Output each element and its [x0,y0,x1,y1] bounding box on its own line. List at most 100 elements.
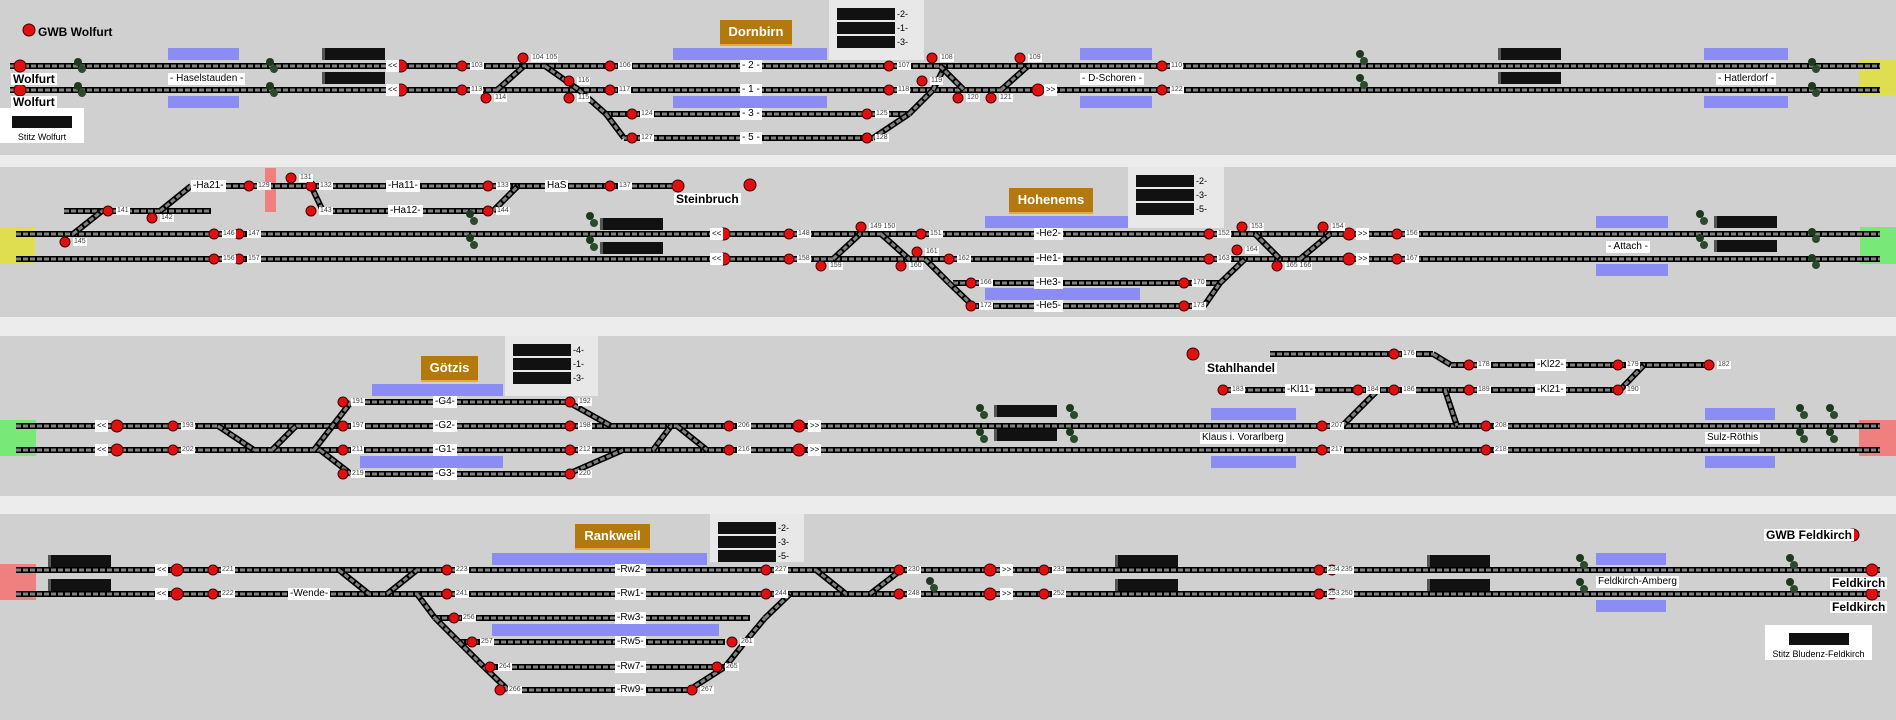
main-signal-icon[interactable] [1271,260,1283,272]
main-signal-icon[interactable] [441,564,453,576]
main-signal-icon[interactable] [1391,228,1403,240]
train-number-display[interactable] [718,536,776,548]
main-signal-icon[interactable] [456,60,468,72]
shunting-signal-icon[interactable] [926,577,938,592]
stitz-panel[interactable]: Stitz Wolfurt [0,108,84,143]
main-signal-icon[interactable] [1391,253,1403,265]
main-signal-icon[interactable] [1038,588,1050,600]
train-number-display[interactable] [513,344,571,356]
main-signal-icon[interactable] [1352,384,1364,396]
train-number-display[interactable] [1427,555,1490,567]
main-signal-icon[interactable] [604,84,616,96]
main-signal-icon[interactable] [1236,221,1248,233]
main-signal-icon[interactable] [723,420,735,432]
track-segment[interactable] [158,183,193,214]
main-signal-icon[interactable] [305,205,317,217]
main-signal-icon[interactable] [337,420,349,432]
main-signal-icon[interactable] [965,277,977,289]
main-signal-icon[interactable] [441,588,453,600]
signal-icon[interactable] [1342,252,1356,266]
signal-icon[interactable] [22,23,36,37]
main-signal-icon[interactable] [480,92,492,104]
signal-icon[interactable] [983,587,997,601]
main-signal-icon[interactable] [208,228,220,240]
main-signal-icon[interactable] [861,108,873,120]
main-signal-icon[interactable] [1388,348,1400,360]
main-signal-icon[interactable] [965,300,977,312]
main-signal-icon[interactable] [916,75,928,87]
main-signal-icon[interactable] [783,228,795,240]
train-number-display[interactable] [837,22,895,34]
main-signal-icon[interactable] [893,564,905,576]
train-number-display[interactable] [994,429,1057,441]
train-number-display[interactable] [1427,579,1490,591]
main-signal-icon[interactable] [855,221,867,233]
main-signal-icon[interactable] [783,253,795,265]
main-signal-icon[interactable] [1316,444,1328,456]
train-number-display[interactable] [1136,203,1194,215]
main-signal-icon[interactable] [1388,384,1400,396]
main-signal-icon[interactable] [1317,221,1329,233]
main-signal-icon[interactable] [1014,52,1026,64]
shunting-signal-icon[interactable] [1356,50,1368,65]
train-number-display[interactable] [513,358,571,370]
main-signal-icon[interactable] [564,396,576,408]
train-number-display[interactable] [1714,216,1777,228]
signal-icon[interactable] [792,419,806,433]
train-number-display[interactable] [1115,555,1178,567]
main-signal-icon[interactable] [482,205,494,217]
main-signal-icon[interactable] [985,92,997,104]
signal-icon[interactable] [983,563,997,577]
main-signal-icon[interactable] [895,260,907,272]
shunting-signal-icon[interactable] [74,82,86,97]
main-signal-icon[interactable] [1313,564,1325,576]
main-signal-icon[interactable] [943,253,955,265]
main-signal-icon[interactable] [726,636,738,648]
train-number-display[interactable] [322,72,385,84]
main-signal-icon[interactable] [1612,384,1624,396]
main-signal-icon[interactable] [1217,384,1229,396]
main-signal-icon[interactable] [59,236,71,248]
main-signal-icon[interactable] [723,444,735,456]
main-signal-icon[interactable] [1156,84,1168,96]
train-number-display[interactable] [600,242,663,254]
signal-icon[interactable] [110,419,124,433]
shunting-signal-icon[interactable] [1786,578,1798,593]
train-number-display[interactable] [600,218,663,230]
shunting-signal-icon[interactable] [1808,82,1820,97]
main-signal-icon[interactable] [305,180,317,192]
train-number-display[interactable] [1136,175,1194,187]
train-number-display[interactable] [837,8,895,20]
shunting-signal-icon[interactable] [1786,554,1798,569]
main-signal-icon[interactable] [285,172,297,184]
main-signal-icon[interactable] [604,60,616,72]
track-segment[interactable] [543,63,581,93]
main-signal-icon[interactable] [563,75,575,87]
stitz-panel[interactable]: Stitz Bludenz-Feldkirch [1765,625,1872,660]
train-number-display[interactable] [1136,189,1194,201]
shunting-signal-icon[interactable] [1356,74,1368,89]
main-signal-icon[interactable] [893,588,905,600]
main-signal-icon[interactable] [1231,244,1243,256]
main-signal-icon[interactable] [1313,588,1325,600]
signal-icon[interactable] [1865,563,1879,577]
shunting-signal-icon[interactable] [586,212,598,227]
main-signal-icon[interactable] [926,52,938,64]
shunting-signal-icon[interactable] [1796,428,1808,443]
train-number-display[interactable] [48,555,111,567]
train-number-display[interactable] [837,36,895,48]
main-signal-icon[interactable] [1480,444,1492,456]
main-signal-icon[interactable] [915,228,927,240]
train-number-display[interactable] [513,372,571,384]
signal-icon[interactable] [170,587,184,601]
shunting-signal-icon[interactable] [74,58,86,73]
shunting-signal-icon[interactable] [266,58,278,73]
main-signal-icon[interactable] [1178,277,1190,289]
main-signal-icon[interactable] [564,420,576,432]
signal-icon[interactable] [110,443,124,457]
shunting-signal-icon[interactable] [466,210,478,225]
main-signal-icon[interactable] [167,444,179,456]
shunting-signal-icon[interactable] [266,82,278,97]
shunting-signal-icon[interactable] [1696,234,1708,249]
train-number-display[interactable] [1115,579,1178,591]
